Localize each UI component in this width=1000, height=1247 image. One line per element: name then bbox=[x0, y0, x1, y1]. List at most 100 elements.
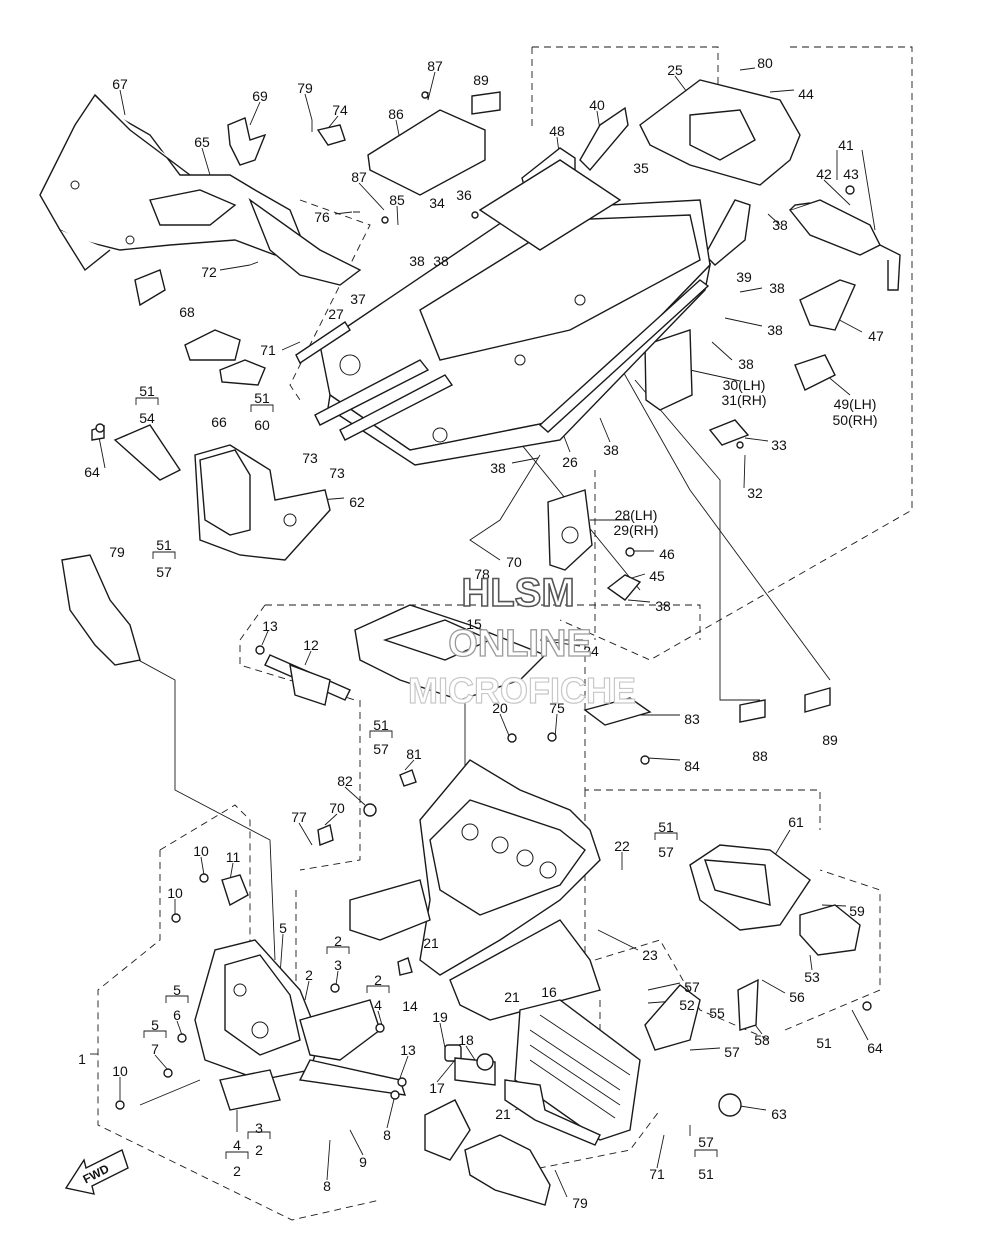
callout-label: 2 bbox=[233, 1163, 241, 1179]
callout-label: 51 bbox=[698, 1166, 714, 1182]
label-89-part bbox=[471, 91, 501, 115]
callout-label: 45 bbox=[649, 568, 665, 584]
callout-label: 2 bbox=[374, 972, 382, 988]
callout-label: 68 bbox=[179, 304, 195, 320]
parts bbox=[39, 79, 901, 1206]
callout-label: 51 bbox=[156, 537, 172, 553]
group-bracket-mark bbox=[654, 832, 678, 840]
callout-label: 38 bbox=[490, 460, 506, 476]
callout-label: 81 bbox=[406, 746, 422, 762]
callout-label: 5 bbox=[151, 1017, 159, 1033]
callout-label: 24 bbox=[583, 643, 599, 659]
callout-label: 25 bbox=[667, 62, 683, 78]
callout-label: 67 bbox=[112, 76, 128, 92]
callout-label: 69 bbox=[252, 88, 268, 104]
group-bracket-mark bbox=[152, 551, 176, 559]
bracket-11-part bbox=[221, 874, 249, 907]
callout-label: 32 bbox=[747, 485, 763, 501]
pad-68-part bbox=[184, 329, 241, 361]
callout-label: 51 bbox=[139, 383, 155, 399]
callout-label: 86 bbox=[388, 106, 404, 122]
callout-label: 46 bbox=[659, 546, 675, 562]
callout-label: 1 bbox=[78, 1051, 86, 1067]
callout-label: 6 bbox=[173, 1007, 181, 1023]
clip-81-part bbox=[399, 769, 417, 787]
callout-label: 10 bbox=[112, 1063, 128, 1079]
label-88-part bbox=[739, 699, 766, 723]
callout-label: 89 bbox=[822, 732, 838, 748]
callout-label: 2 bbox=[255, 1142, 263, 1158]
callout-label: 21 bbox=[504, 989, 520, 1005]
rail-27-part bbox=[295, 321, 351, 365]
callout-label: 2 bbox=[305, 967, 313, 983]
callout-label: 40 bbox=[589, 97, 605, 113]
callout-label: 38 bbox=[769, 280, 785, 296]
cover-lower-left-part bbox=[424, 1099, 471, 1161]
callout-label: 33 bbox=[771, 437, 787, 453]
group-bracket-mark bbox=[366, 985, 390, 993]
group-bracket-marks bbox=[135, 397, 718, 1159]
callout-label: 38 bbox=[655, 598, 671, 614]
callout-label: 62 bbox=[349, 494, 365, 510]
callout-label: 73 bbox=[302, 450, 318, 466]
plate-30-31-part bbox=[644, 329, 693, 411]
callout-label: 16 bbox=[541, 984, 557, 1000]
callout-label: 84 bbox=[684, 758, 700, 774]
callout-label: 57 bbox=[658, 844, 674, 860]
callout-label: 57 bbox=[684, 979, 700, 995]
callout-label: 38 bbox=[409, 253, 425, 269]
callout-label: 12 bbox=[303, 637, 319, 653]
callout-label: 7 bbox=[151, 1041, 159, 1057]
callout-label: 56 bbox=[789, 989, 805, 1005]
callout-label: 13 bbox=[262, 618, 278, 634]
brace-39-part bbox=[704, 199, 751, 266]
callout-label: 51 bbox=[373, 717, 389, 733]
group-bracket-mark bbox=[247, 1131, 271, 1139]
callout-label: 38 bbox=[772, 217, 788, 233]
callout-label: 79 bbox=[572, 1195, 588, 1211]
callout-label: 5 bbox=[173, 982, 181, 998]
callout-label: 14 bbox=[402, 998, 418, 1014]
bracket-70-part bbox=[317, 824, 334, 846]
callout-label: 41 bbox=[838, 137, 854, 153]
nut-82-part bbox=[363, 803, 377, 817]
callout-label: 54 bbox=[139, 410, 155, 426]
rail-73-part bbox=[314, 359, 430, 426]
callout-label: 53 bbox=[804, 969, 820, 985]
callout-label: 79 bbox=[297, 80, 313, 96]
callout-label: 80 bbox=[757, 55, 773, 71]
callout-label: 76 bbox=[314, 209, 330, 225]
callout-label: 47 bbox=[868, 328, 884, 344]
plate-83-part bbox=[583, 697, 652, 726]
callout-label: 88 bbox=[752, 748, 768, 764]
fwd-arrow-icon: FWD bbox=[64, 1149, 129, 1195]
bracket-58-part bbox=[737, 978, 759, 1031]
callout-label: 38 bbox=[767, 322, 783, 338]
callout-label: 15 bbox=[466, 616, 482, 632]
group-bracket-mark bbox=[225, 1151, 249, 1159]
callout-label: 44 bbox=[798, 86, 814, 102]
callout-label: 22 bbox=[614, 838, 630, 854]
callout-label: 59 bbox=[849, 903, 865, 919]
callout-label: 38 bbox=[738, 356, 754, 372]
watermark-line1: HLSM bbox=[461, 571, 574, 615]
callout-label: 57 bbox=[724, 1044, 740, 1060]
group-bracket-mark bbox=[369, 730, 393, 738]
callout-label: 87 bbox=[427, 58, 443, 74]
callout-label: 11 bbox=[226, 849, 241, 865]
cover-79-part bbox=[61, 554, 141, 666]
callout-label: 17 bbox=[429, 1080, 445, 1096]
callout-label: 21 bbox=[495, 1106, 511, 1122]
callout-label: 2 bbox=[334, 933, 342, 949]
radiator-16-part bbox=[514, 999, 641, 1141]
callout-label: 26 bbox=[562, 454, 578, 470]
watermark-line2: ONLINE bbox=[448, 623, 592, 665]
bracket-69-part bbox=[227, 117, 267, 166]
callout-label: 64 bbox=[84, 464, 100, 480]
callout-label: 42 bbox=[816, 166, 832, 182]
callout-label: 9 bbox=[359, 1154, 367, 1170]
callout-label: 51 bbox=[658, 819, 674, 835]
plate-86-part bbox=[367, 109, 486, 196]
plate-47-part bbox=[799, 279, 856, 331]
